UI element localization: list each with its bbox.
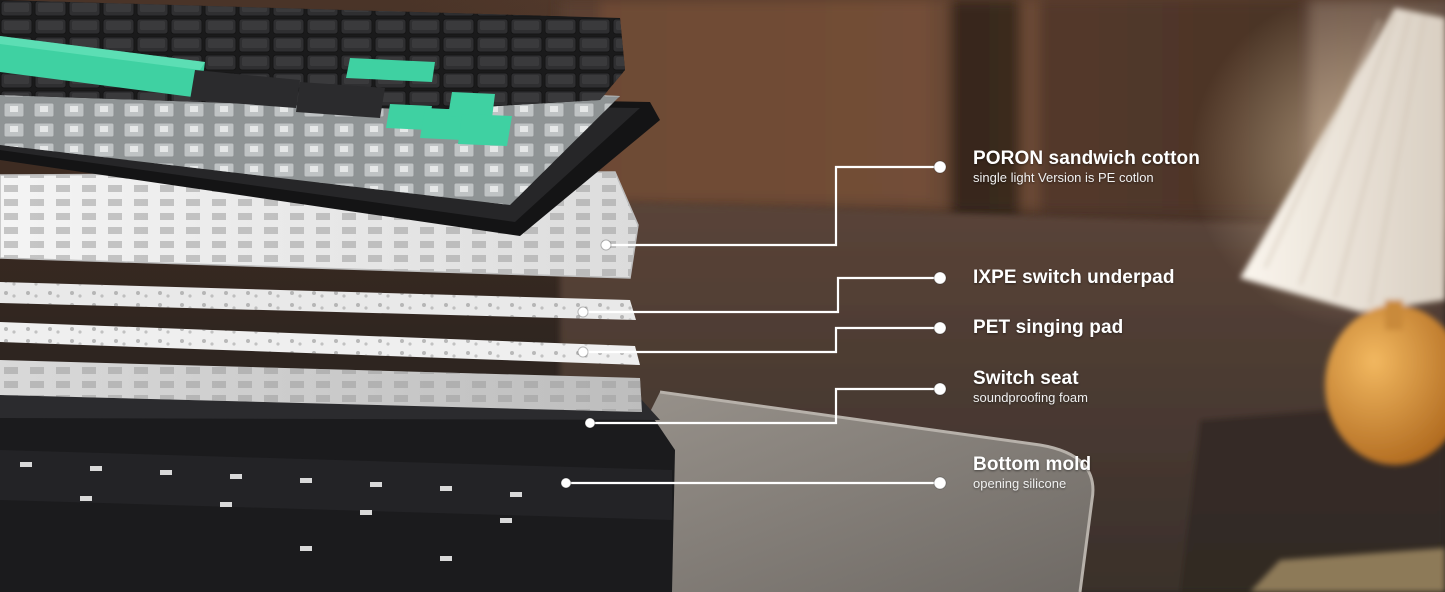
accent-enter-keycap bbox=[346, 58, 435, 82]
callout-dot-icon bbox=[577, 306, 589, 318]
keycap-set bbox=[0, 0, 625, 146]
accent-arrow-key-up bbox=[448, 92, 495, 118]
callout-dot-icon bbox=[584, 417, 596, 429]
callout-line-ixpe bbox=[583, 276, 940, 314]
switch-seat-foam-layer bbox=[0, 360, 642, 412]
desk-mat bbox=[560, 390, 1095, 592]
callout-line-switch-seat bbox=[590, 387, 940, 425]
callout-dot-icon bbox=[933, 321, 947, 335]
callout-dots bbox=[560, 160, 947, 490]
accent-arrow-key-left bbox=[386, 104, 432, 130]
pet-singing-pad-layer bbox=[0, 322, 640, 365]
callout-bottom-mold: Bottom mold opening silicone bbox=[973, 454, 1091, 491]
callout-title: PET singing pad bbox=[973, 317, 1124, 338]
callout-line-poron bbox=[606, 165, 940, 247]
callout-subtitle: opening silicone bbox=[973, 476, 1067, 491]
callout-line-pet bbox=[583, 326, 940, 354]
accent-spacebar-keycap bbox=[0, 36, 205, 98]
callout-title: IXPE switch underpad bbox=[973, 267, 1175, 288]
callout-switch-seat: Switch seat soundproofing foam bbox=[973, 368, 1088, 405]
callout-subtitle: soundproofing foam bbox=[973, 390, 1088, 405]
callout-dot-icon bbox=[933, 160, 947, 174]
callout-dot-icon bbox=[577, 346, 589, 358]
callout-pet-singing-pad: PET singing pad bbox=[973, 317, 1123, 339]
callout-ixpe-switch-underpad: IXPE switch underpad bbox=[973, 267, 1175, 289]
callout-title: Switch seat bbox=[973, 368, 1079, 389]
callout-dot-icon bbox=[933, 271, 947, 285]
callout-dot-icon bbox=[933, 476, 947, 490]
lamp bbox=[1190, 0, 1445, 592]
callout-lines bbox=[566, 165, 940, 485]
callout-dot-icon bbox=[933, 382, 947, 396]
callout-dot-icon bbox=[600, 239, 612, 251]
callout-poron-sandwich-cotton: PORON sandwich cotton single light Versi… bbox=[973, 148, 1200, 185]
callout-subtitle: single light Version is PE cotlon bbox=[973, 170, 1154, 185]
callout-dot-icon bbox=[560, 477, 572, 489]
ixpe-underpad-layer bbox=[0, 282, 636, 320]
accent-arrow-key-right bbox=[458, 114, 512, 146]
bottom-case bbox=[0, 395, 675, 592]
callout-title: PORON sandwich cotton bbox=[973, 148, 1200, 169]
callout-title: Bottom mold bbox=[973, 454, 1092, 475]
